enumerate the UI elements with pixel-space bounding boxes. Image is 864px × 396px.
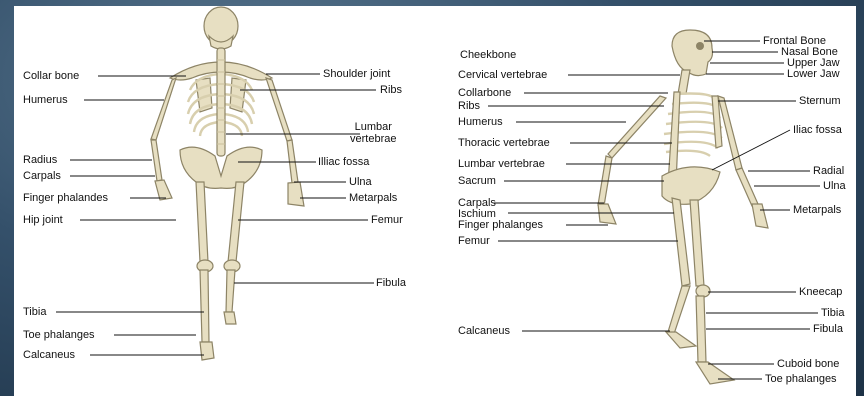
- back-right-tibia: [226, 270, 235, 312]
- side-front-hand: [752, 204, 768, 228]
- label-metarpals-back: Metarpals: [349, 192, 397, 204]
- back-skeleton: [151, 7, 304, 360]
- label-hip-joint: Hip joint: [23, 214, 63, 226]
- label-cervical-vertebrae: Cervical vertebrae: [458, 69, 547, 81]
- label-cuboid-bone: Cuboid bone: [777, 358, 839, 370]
- label-sternum: Sternum: [799, 95, 841, 107]
- label-ulna-back: Ulna: [349, 176, 372, 188]
- label-ribs-side: Ribs: [458, 100, 480, 112]
- label-toe-phalanges-side: Toe phalanges: [765, 373, 837, 385]
- back-spine: [217, 48, 225, 156]
- label-collarbone: Collarbone: [458, 87, 511, 99]
- label-ulna-side: Ulna: [823, 180, 846, 192]
- side-front-femur: [690, 200, 704, 286]
- label-shoulder-joint: Shoulder joint: [323, 68, 390, 80]
- side-back-hand: [598, 204, 616, 224]
- back-right-humerus: [266, 78, 292, 141]
- label-toe-phalanges: Toe phalanges: [23, 329, 95, 341]
- side-back-humerus: [608, 96, 666, 158]
- back-right-hand: [288, 182, 304, 206]
- back-left-hand: [155, 180, 172, 200]
- label-calcaneus-side: Calcaneus: [458, 325, 510, 337]
- label-thoracic-vertebrae: Thoracic vertebrae: [458, 137, 550, 149]
- label-lumbar-vertebrae-side: Lumbar vertebrae: [458, 158, 545, 170]
- back-right-foot: [224, 312, 236, 324]
- label-calcaneus: Calcaneus: [23, 349, 75, 361]
- back-left-femur: [196, 182, 208, 262]
- label-cheekbone: Cheekbone: [460, 49, 516, 61]
- label-humerus-side: Humerus: [458, 116, 503, 128]
- label-humerus: Humerus: [23, 94, 68, 106]
- label-sacrum: Sacrum: [458, 175, 496, 187]
- side-skull: [672, 30, 713, 76]
- back-left-humerus: [151, 78, 176, 140]
- side-front-foot: [696, 362, 734, 384]
- label-femur-side: Femur: [458, 235, 490, 247]
- label-finger-phalandes: Finger phalandes: [23, 192, 108, 204]
- label-femur-back: Femur: [371, 214, 403, 226]
- label-tibia-side: Tibia: [821, 307, 844, 319]
- label-metarpals-side: Metarpals: [793, 204, 841, 216]
- side-front-tibia: [696, 296, 706, 362]
- back-left-forearm: [151, 140, 162, 181]
- label-fibula-side: Fibula: [813, 323, 843, 335]
- label-finger-phalanges-side: Finger phalanges: [458, 219, 543, 231]
- label-lower-jaw: Lower Jaw: [787, 68, 840, 80]
- side-pelvis: [662, 167, 720, 204]
- label-lumbar-vertebrae: Lumbar vertebrae: [350, 121, 396, 145]
- side-eye-socket: [696, 42, 704, 50]
- label-fibula-back: Fibula: [376, 277, 406, 289]
- side-neck: [678, 70, 690, 94]
- side-front-humerus: [718, 96, 742, 170]
- side-kneecap: [696, 285, 710, 297]
- back-left-foot: [200, 342, 214, 360]
- label-radius: Radius: [23, 154, 57, 166]
- label-radial: Radial: [813, 165, 844, 177]
- label-ribs-back: Ribs: [380, 84, 402, 96]
- label-tibia: Tibia: [23, 306, 46, 318]
- back-right-femur: [228, 182, 244, 262]
- label-iliac-fossa: Iliac fossa: [793, 124, 842, 136]
- label-collar-bone: Collar bone: [23, 70, 79, 82]
- back-right-forearm: [287, 140, 298, 183]
- back-left-tibia: [200, 270, 209, 342]
- side-back-foot: [666, 332, 696, 348]
- side-back-femur: [672, 198, 690, 286]
- side-front-forearm: [736, 168, 758, 206]
- label-carpals: Carpals: [23, 170, 61, 182]
- label-kneecap: Kneecap: [799, 286, 842, 298]
- label-illiac-fossa: Illiac fossa: [318, 156, 369, 168]
- side-back-tibia: [668, 286, 690, 334]
